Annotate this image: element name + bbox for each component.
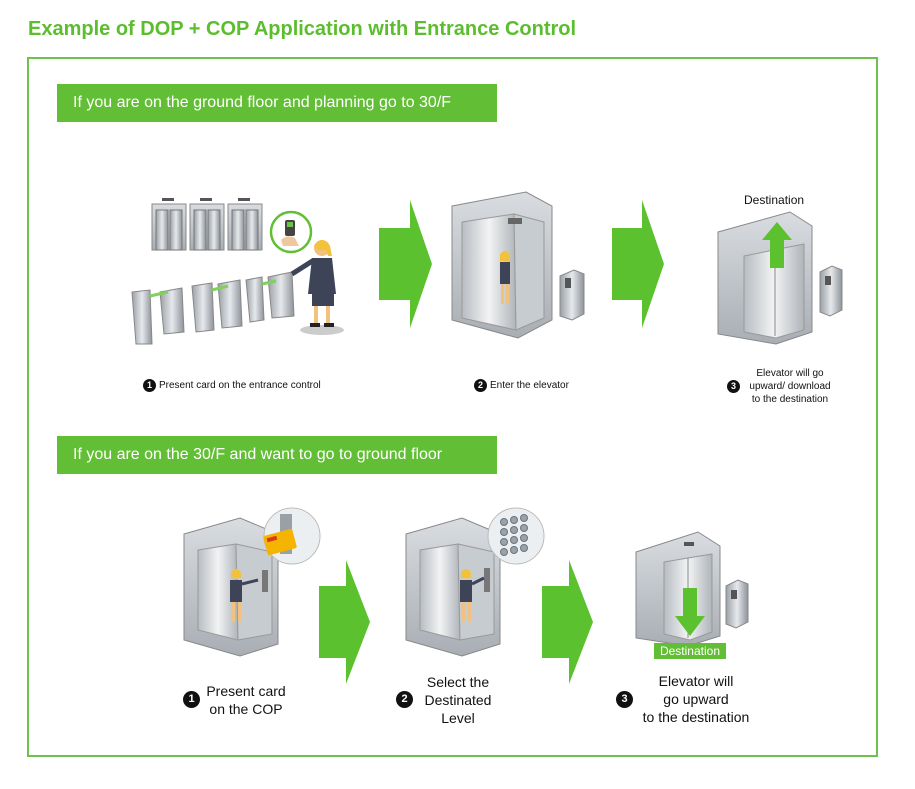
step-text: go upward bbox=[663, 691, 729, 707]
arrow-right-icon bbox=[379, 200, 432, 328]
arrow-right-icon bbox=[612, 200, 664, 328]
destination-label: Destination bbox=[744, 193, 805, 207]
step3-number-wrap: 3 bbox=[727, 380, 743, 393]
section2-banner: If you are on the 30/F and want to go to… bbox=[57, 436, 497, 474]
cop-elevator-icon bbox=[183, 517, 279, 657]
step-text: on the COP bbox=[209, 701, 283, 717]
access-card-icon bbox=[263, 507, 321, 565]
step-text: Destinated bbox=[424, 692, 492, 708]
arrow-down-icon bbox=[675, 588, 705, 636]
step-text: Present card on the entrance control bbox=[159, 380, 321, 392]
step-number: 2 bbox=[474, 379, 487, 392]
destination-badge: Destination bbox=[654, 643, 726, 659]
step-text: to the destination bbox=[751, 394, 829, 405]
step-text: to the destination bbox=[642, 709, 750, 725]
step-text: Level bbox=[441, 710, 475, 726]
step-text: Elevator will bbox=[658, 673, 734, 689]
step3-caption: Elevator will go upward/ download to the… bbox=[742, 367, 838, 406]
person-icon bbox=[290, 240, 344, 335]
card-reader-badge-icon bbox=[269, 210, 313, 254]
closed-elevator-icon bbox=[717, 211, 843, 345]
arrow-right-icon bbox=[542, 560, 593, 684]
step2-caption: Select the Destinated Level bbox=[416, 673, 500, 727]
step-text: Select the bbox=[426, 674, 490, 690]
step-number: 3 bbox=[727, 380, 740, 393]
step-text: upward/ download bbox=[749, 381, 831, 392]
keypad-icon bbox=[487, 507, 545, 565]
turnstile-icon bbox=[131, 271, 295, 345]
content-frame bbox=[27, 57, 878, 757]
arrow-up-icon bbox=[762, 222, 792, 268]
open-elevator-icon bbox=[451, 191, 553, 339]
lobby-elevators-icon bbox=[151, 198, 263, 251]
page-title: Example of DOP + COP Application with En… bbox=[28, 18, 577, 40]
section1-banner: If you are on the ground floor and plann… bbox=[57, 84, 497, 122]
step-number: 2 bbox=[396, 691, 413, 708]
step-text: Elevator will go bbox=[756, 368, 824, 379]
step1-caption: Present card on the COP bbox=[200, 682, 292, 718]
step-number: 3 bbox=[616, 691, 633, 708]
step-number: 1 bbox=[143, 379, 156, 392]
keypad-elevator-icon bbox=[405, 517, 501, 657]
step-number: 1 bbox=[183, 691, 200, 708]
step-text: Enter the elevator bbox=[490, 380, 569, 392]
arrow-right-icon bbox=[319, 560, 370, 684]
card-reader-icon bbox=[559, 269, 585, 321]
step-text: Present card bbox=[206, 683, 286, 699]
step3-caption: Elevator will go upward to the destinati… bbox=[634, 672, 758, 726]
